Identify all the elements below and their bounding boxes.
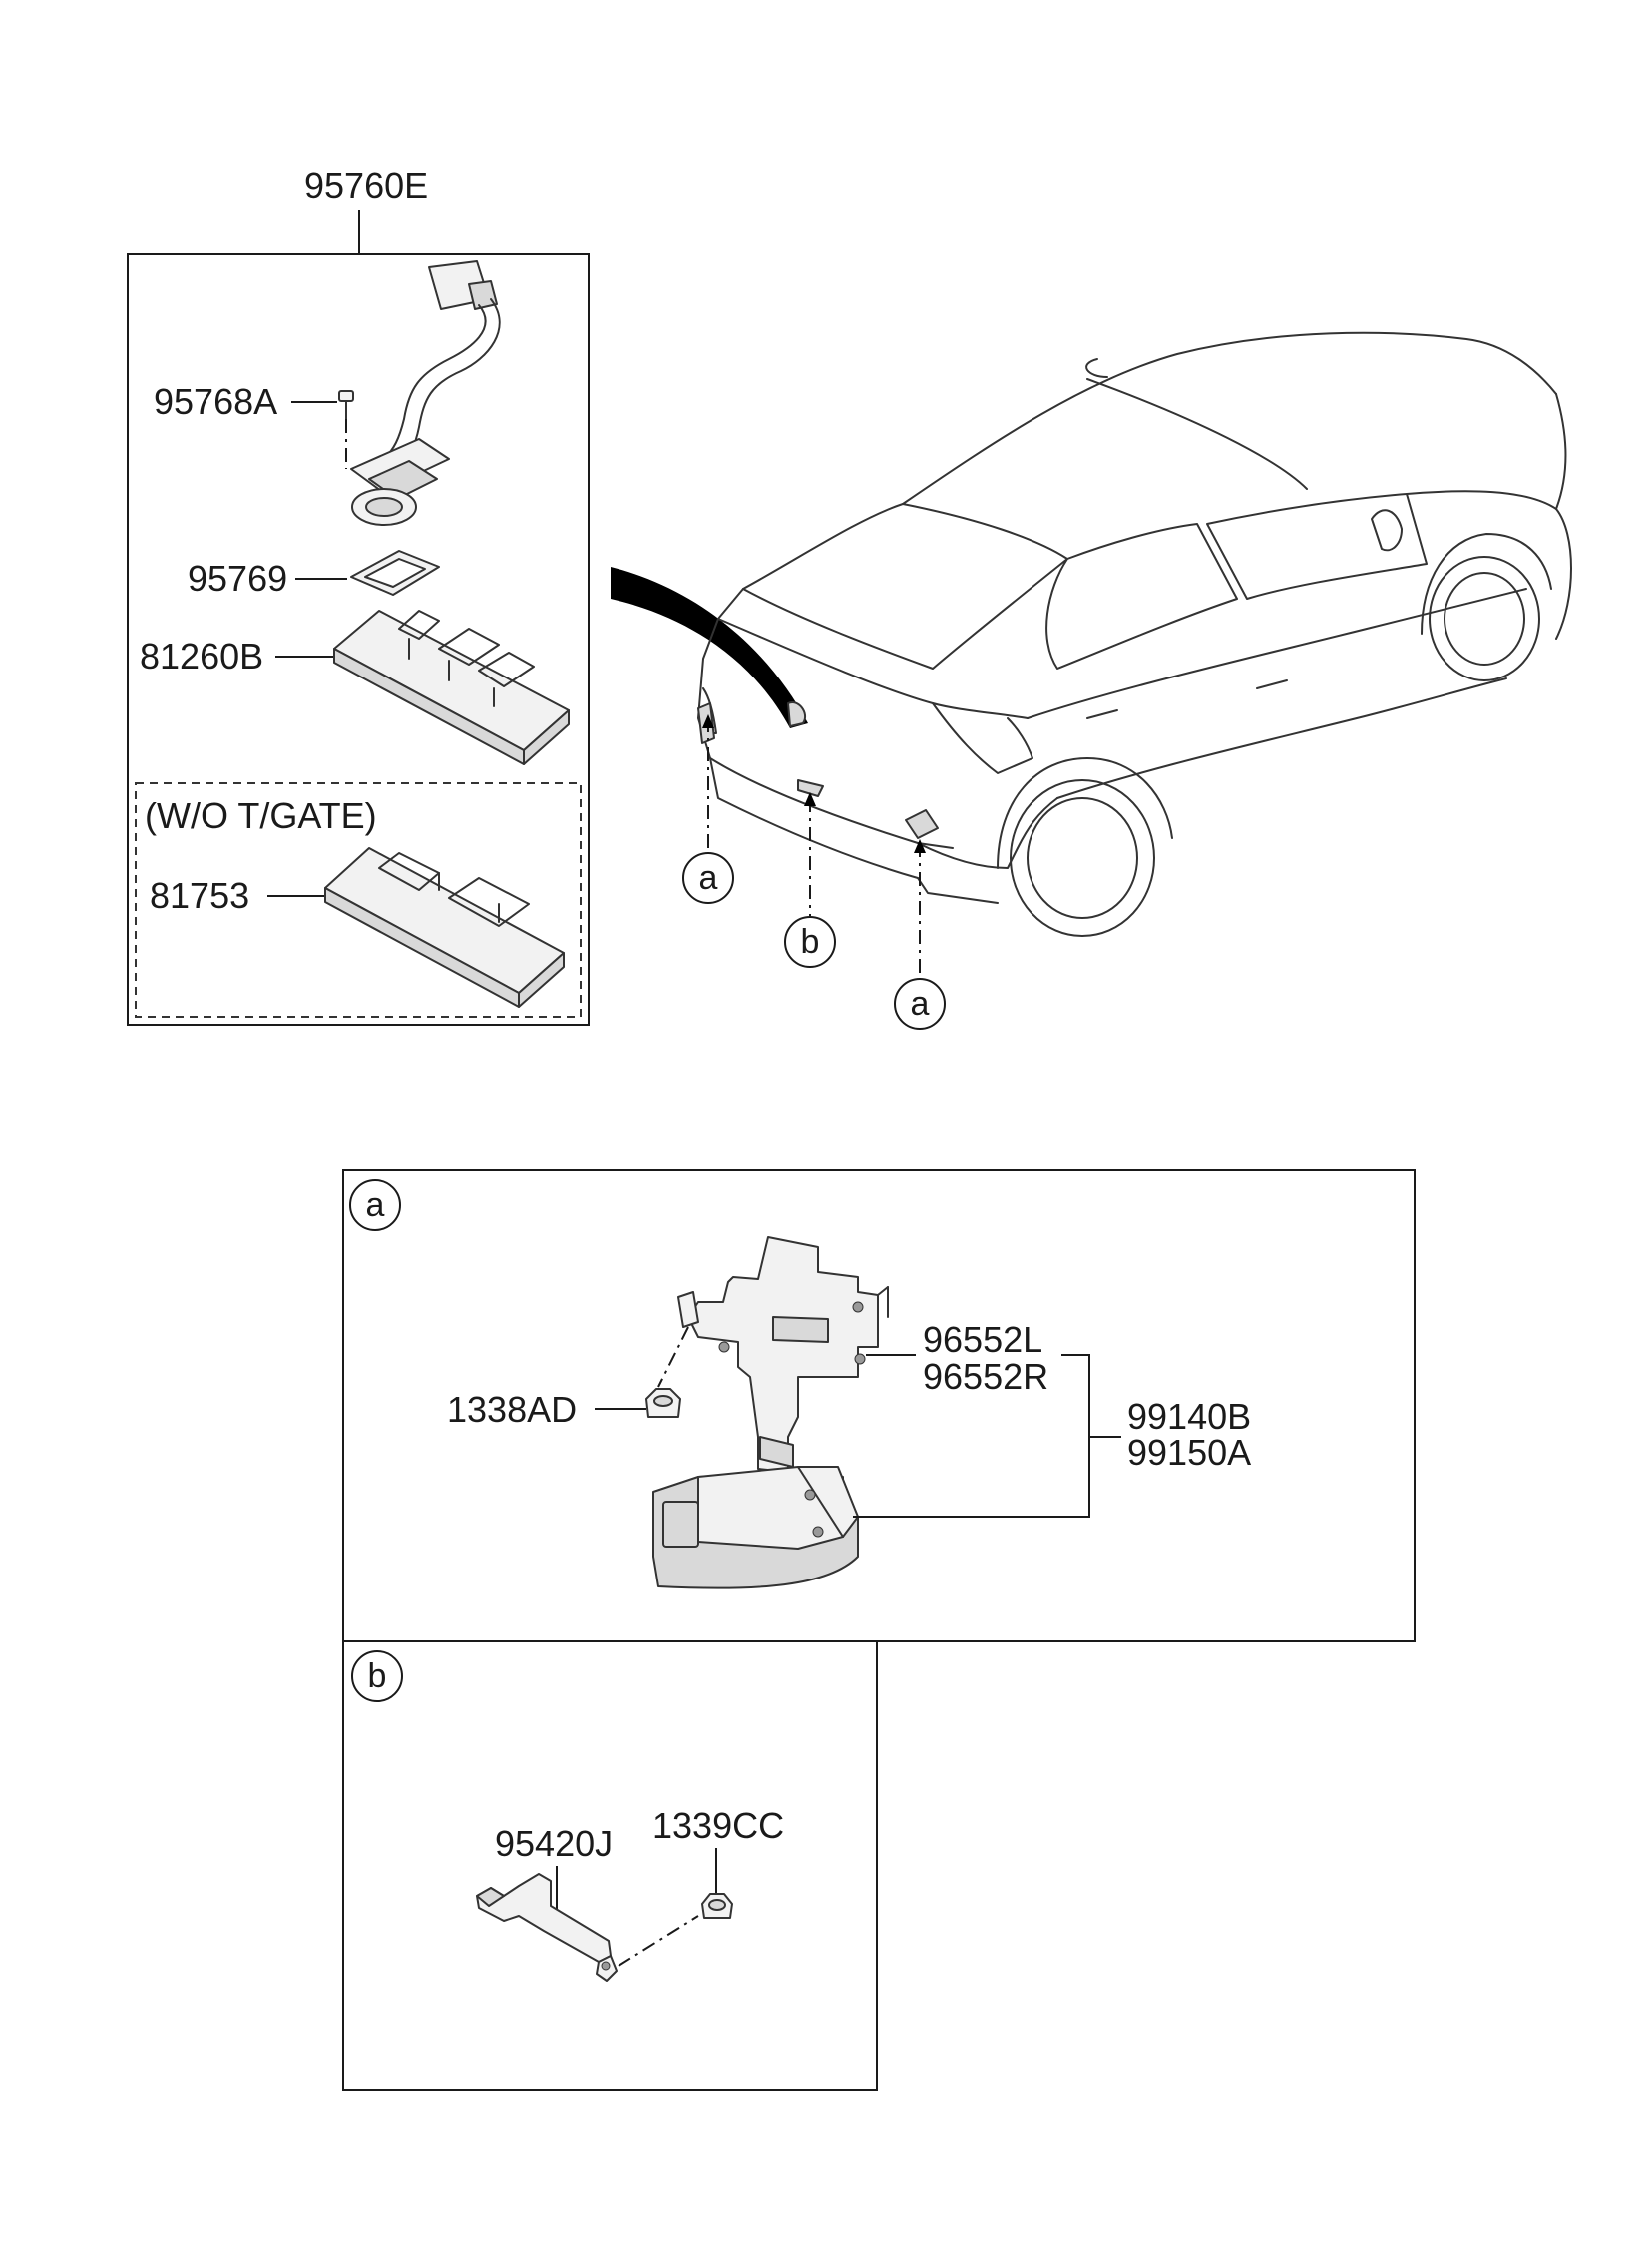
svg-text:a: a (366, 1186, 385, 1224)
svg-text:a: a (699, 859, 718, 897)
label-1338AD: 1338AD (447, 1389, 577, 1430)
label-81753: 81753 (150, 875, 249, 916)
camera-harness-icon (383, 260, 501, 468)
callout-b: b (784, 916, 836, 968)
label-wo-tgate: (W/O T/GATE) (145, 795, 377, 836)
label-96552R: 96552R (923, 1356, 1048, 1397)
label-95768A: 95768A (154, 381, 277, 422)
detail-b-frame (342, 1640, 878, 2091)
label-95769: 95769 (188, 558, 287, 599)
detail-b-panel: b 95420J 1339CC (342, 1640, 878, 2091)
label-95760E: 95760E (304, 165, 428, 206)
label-81260B: 81260B (140, 636, 263, 676)
camera-assembly-panel: 95760E 95768A 95769 81260B (127, 165, 590, 1026)
detail-a-frame (342, 1169, 1416, 1642)
gasket-icon (350, 550, 440, 596)
car-outline-icon (697, 331, 1572, 937)
label-1339CC: 1339CC (652, 1805, 784, 1846)
nut-1339CC-icon (701, 1893, 733, 1919)
wo-tgate-box (135, 782, 582, 1018)
detail-b-callout: b (351, 1650, 403, 1702)
label-99140B: 99140B (1127, 1396, 1251, 1437)
pointer-arrow-icon (611, 567, 808, 728)
label-96552L: 96552L (923, 1319, 1042, 1360)
screw-icon (338, 390, 354, 469)
panel-frame-95760E (127, 253, 590, 1026)
label-99150A: 99150A (1127, 1432, 1251, 1473)
lamp-housing-81753-icon (324, 847, 565, 1008)
label-95420J: 95420J (495, 1823, 613, 1864)
nut-1338AD-icon (645, 1388, 681, 1418)
sensor-module-icon (652, 1466, 859, 1589)
camera-body-icon (350, 438, 450, 526)
bracket-96552-icon (677, 1236, 889, 1473)
svg-text:b: b (801, 923, 820, 961)
svg-text:a: a (911, 985, 930, 1023)
callout-a-right: a (894, 978, 946, 1030)
callout-a-left: a (682, 852, 734, 904)
bracket-95420J-icon (476, 1873, 618, 1982)
detail-a-callout: a (349, 1179, 401, 1231)
detail-a-panel: a 1338AD (342, 1169, 1416, 1642)
lamp-housing-81260B-icon (333, 610, 570, 765)
vehicle-rear-view: a b a (611, 331, 1572, 1030)
svg-text:b: b (368, 1657, 387, 1695)
